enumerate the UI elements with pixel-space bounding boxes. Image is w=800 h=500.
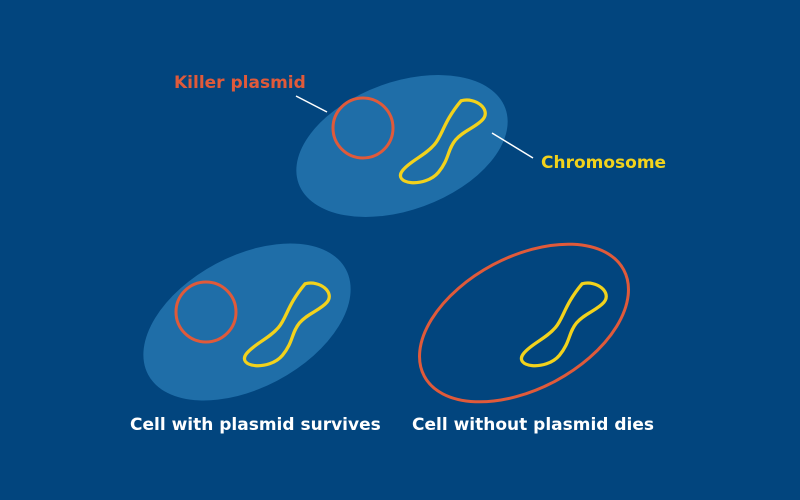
label-killer-plasmid: Killer plasmid [174,73,306,93]
cell-top: Killer plasmid Chromosome [174,73,666,217]
chromosome-dies [517,274,612,379]
leader-line-chromosome [491,132,534,159]
plasmid-top [331,96,395,160]
plasmid-survives [174,280,238,344]
cell-top-body [296,75,508,217]
cell-dies: Cell without plasmid dies [412,242,654,435]
caption-survives: Cell with plasmid survives [130,415,381,435]
caption-dies: Cell without plasmid dies [412,415,654,435]
cell-dies-outline [418,242,630,404]
label-chromosome: Chromosome [541,153,666,173]
cell-survives: Cell with plasmid survives [130,243,381,435]
leader-line-plasmid [295,95,328,113]
cell-survives-body [143,243,351,401]
